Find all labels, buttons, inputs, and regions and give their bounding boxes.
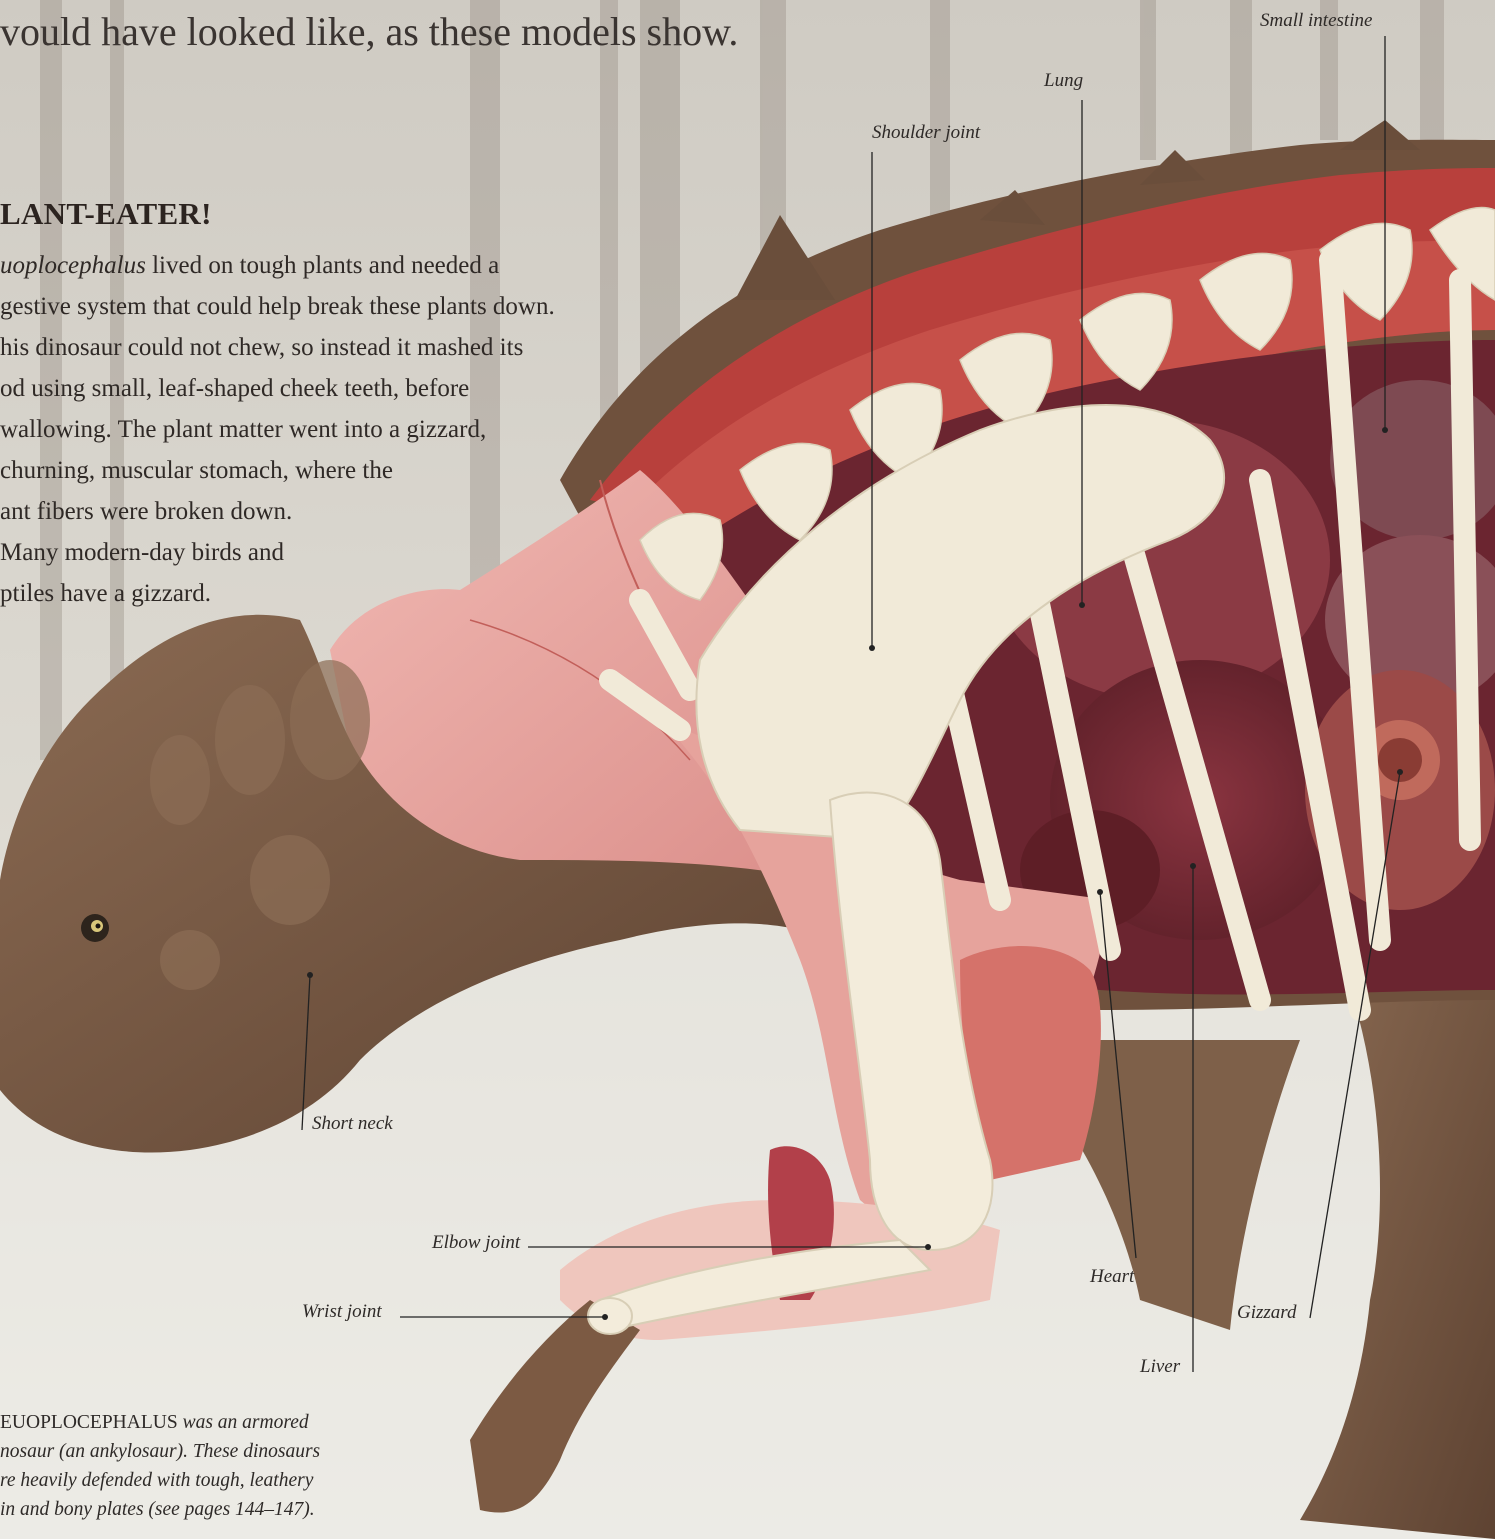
body-line: uoplocephalus lived on tough plants and … xyxy=(0,252,499,280)
body-line: his dinosaur could not chew, so instead … xyxy=(0,334,523,362)
label-liver: Liver xyxy=(1140,1356,1180,1378)
body-line: gestive system that could help break the… xyxy=(0,293,555,321)
label-wrist-joint: Wrist joint xyxy=(302,1301,382,1323)
body-line: ptiles have a gizzard. xyxy=(0,580,211,608)
body-line: churning, muscular stomach, where the xyxy=(0,457,393,485)
label-lung: Lung xyxy=(1044,70,1083,92)
label-short-neck: Short neck xyxy=(312,1113,393,1135)
label-elbow-joint: Elbow joint xyxy=(432,1232,520,1254)
intro-text: vould have looked like, as these models … xyxy=(0,8,738,55)
label-small-intestine: Small intestine xyxy=(1260,10,1372,32)
caption-line: in and bony plates (see pages 144–147). xyxy=(0,1499,315,1521)
label-heart: Heart xyxy=(1090,1266,1134,1288)
label-shoulder-joint: Shoulder joint xyxy=(872,122,980,144)
caption-line: re heavily defended with tough, leathery xyxy=(0,1470,313,1492)
body-line: Many modern-day birds and xyxy=(0,539,284,567)
body-line: od using small, leaf-shaped cheek teeth,… xyxy=(0,375,469,403)
caption-line: nosaur (an ankylosaur). These dinosaurs xyxy=(0,1441,320,1463)
body-line: wallowing. The plant matter went into a … xyxy=(0,416,486,444)
label-gizzard: Gizzard xyxy=(1237,1302,1296,1324)
body-line: ant fibers were broken down. xyxy=(0,498,292,526)
caption-line: EUOPLOCEPHALUS was an armored xyxy=(0,1412,309,1434)
plant-eater-heading: LANT-EATER! xyxy=(0,196,212,232)
